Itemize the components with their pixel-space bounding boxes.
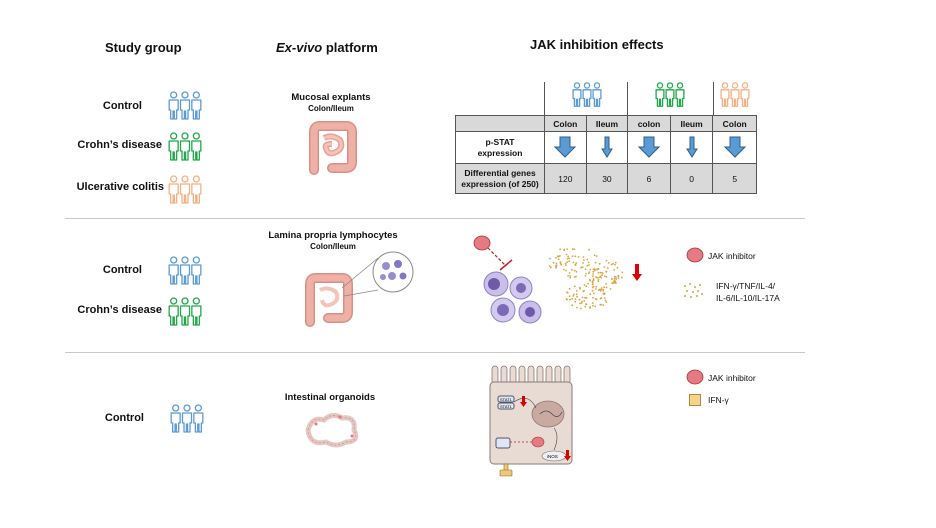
table-uc-people-icon <box>720 82 750 108</box>
stat2-label: STAT1 <box>500 404 513 409</box>
s3-legend-ifn: IFN-γ <box>708 395 729 405</box>
gene-count-cell: 120 <box>544 163 587 194</box>
section-divider <box>65 218 805 219</box>
epithelial-cell-illustration: STAT1 STAT1 iNOS <box>489 365 573 477</box>
pstat-cell <box>544 131 587 164</box>
row-label-pstat-b: expression <box>477 147 523 158</box>
crohns-people-icon <box>168 297 202 327</box>
section-divider <box>65 352 805 353</box>
organoid-illustration <box>305 412 359 448</box>
control-people-icon <box>168 256 202 286</box>
colon-lymphocyte-illustration <box>305 251 414 327</box>
table-control-people-icon <box>572 82 602 108</box>
pstat-cell <box>669 131 714 164</box>
gene-count-cell: 6 <box>627 163 671 194</box>
s2-platform-title: Lamina propria lymphocytes <box>268 230 398 241</box>
jak-inhibitor-legend-icon <box>686 247 704 263</box>
pstat-cell <box>712 131 757 164</box>
s3-group-control: Control <box>104 412 144 424</box>
gene-count-cell: 30 <box>585 163 629 194</box>
platform-header: Ex-vivo platform <box>276 40 378 55</box>
control-people-icon <box>170 404 204 434</box>
control-people-icon <box>168 91 202 121</box>
row-label-genes-b: expression (of 250) <box>461 178 539 189</box>
col-header: Colon <box>712 115 757 132</box>
row-label-genes-a: Differential genes <box>464 167 536 178</box>
col-header: colon <box>627 115 671 132</box>
crohns-people-icon <box>168 132 202 162</box>
cytokine-legend-icon <box>684 283 703 298</box>
s3-platform-title: Intestinal organoids <box>284 392 376 403</box>
s1-platform-sub: Colon/Ileum <box>308 104 354 113</box>
stat1-label: STAT1 <box>500 397 513 402</box>
lymphocyte-inhibition-illustration <box>473 235 642 324</box>
ifn-legend-icon <box>689 394 701 406</box>
platform-header-rest: platform <box>322 40 378 55</box>
gene-count-cell: 5 <box>712 163 757 194</box>
s2-legend-cytokines-b: IL-6/IL-10/IL-17A <box>716 293 780 303</box>
s2-platform-sub: Colon/Ileum <box>310 242 356 251</box>
row-label-pstat-a: p-STAT <box>485 136 515 147</box>
col-header: Colon <box>544 115 587 132</box>
platform-header-em: Ex-vivo <box>276 40 323 55</box>
s1-group-control: Control <box>102 100 142 112</box>
effects-header: JAK inhibition effects <box>530 37 664 52</box>
s1-platform-title: Mucosal explants <box>291 92 371 103</box>
gene-count-cell: 0 <box>669 163 714 194</box>
s1-group-crohns: Crohn’s disease <box>77 139 162 151</box>
pstat-cell <box>585 131 629 164</box>
col-header: Ileum <box>669 115 714 132</box>
study-group-header: Study group <box>105 40 182 55</box>
colon-illustration <box>309 121 357 175</box>
s1-group-uc: Ulcerative colitis <box>76 181 164 193</box>
jak-inhibitor-legend-icon <box>686 369 704 385</box>
s2-legend-cytokines: IFN-γ/TNF/IL-4/IL-6/IL-10/IL-17A <box>716 280 780 304</box>
s3-legend-inhibitor: JAK inhibitor <box>708 373 756 383</box>
table-crohns-people-icon <box>655 82 685 108</box>
uc-people-icon <box>168 175 202 205</box>
s2-group-crohns: Crohn’s disease <box>77 304 162 316</box>
pstat-cell <box>627 131 671 164</box>
s2-legend-inhibitor: JAK inhibitor <box>708 251 756 261</box>
inos-label: iNOS <box>547 454 558 459</box>
s2-group-control: Control <box>102 264 142 276</box>
s2-legend-cytokines-a: IFN-γ/TNF/IL-4/ <box>716 281 776 291</box>
col-header: Ileum <box>585 115 629 132</box>
table-corner <box>454 115 546 132</box>
